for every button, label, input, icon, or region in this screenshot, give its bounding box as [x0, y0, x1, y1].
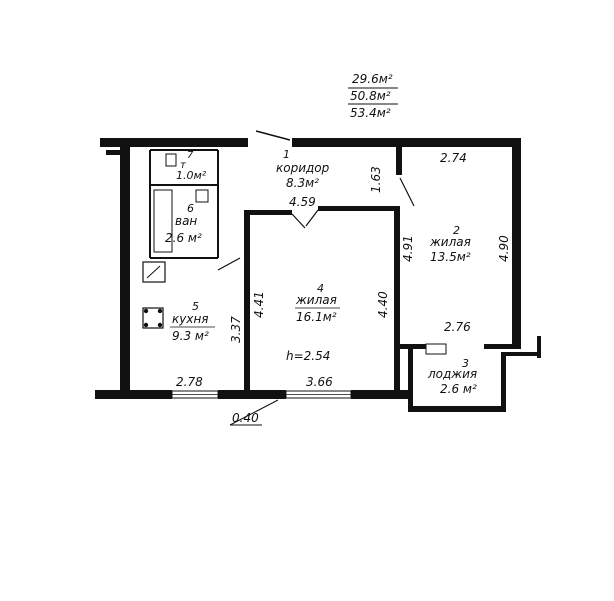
dim-room4-right: 4.40 — [376, 291, 390, 318]
room-7-name: т — [180, 160, 187, 171]
room-2-label: 2 жилая 13.5м² — [429, 224, 471, 264]
room4-top-wall-left — [244, 210, 292, 215]
stove-icon — [142, 307, 164, 329]
dim-room2-right: 4.90 — [497, 235, 511, 262]
dim-room2-top: 2.74 — [440, 151, 467, 165]
interior-walls — [149, 147, 521, 390]
top-wall-left — [100, 138, 248, 147]
room-7-number: 7 — [187, 150, 194, 161]
dim-corridor-length: 4.59 — [289, 195, 316, 209]
room4-top-wall-right — [318, 206, 396, 211]
room-2-name: жилая — [429, 235, 471, 249]
top-wall-right — [292, 138, 521, 147]
dim-room2-bottom: 2.76 — [444, 320, 471, 334]
dim-kitchen-right: 3.37 — [229, 316, 243, 343]
bottom-wall-3 — [351, 390, 409, 399]
dim-room4-left: 4.41 — [252, 291, 266, 318]
dim-room2-left: 4.91 — [401, 235, 415, 262]
room-6-area: 2.6 м² — [165, 231, 202, 245]
left-window — [120, 194, 130, 241]
wall-offset-leader — [229, 399, 279, 426]
room-5-number: 5 — [192, 300, 199, 313]
toilet — [165, 153, 177, 167]
dimensions: 4.59 1.63 2.74 4.91 4.90 2.76 4.41 4.40 … — [176, 151, 511, 426]
room-1-area: 8.3м² — [286, 176, 319, 190]
loggia-door — [425, 343, 447, 355]
room2-bottom-wall-left — [396, 344, 426, 349]
kitchen-door — [217, 257, 241, 271]
room-5-label: 5 кухня 9.3 м² — [170, 300, 215, 343]
room-6-label: 6 ван 2.6 м² — [165, 202, 202, 245]
room-5-area: 9.3 м² — [172, 329, 209, 343]
top-left-step — [106, 150, 128, 155]
bottom-wall-2 — [218, 390, 286, 399]
room4-left-wall — [244, 212, 250, 390]
left-wall — [120, 147, 130, 390]
room-4-number: 4 — [317, 282, 324, 295]
entrance-door — [255, 130, 291, 141]
room-3-label: 3 лоджия 2.6 м² — [427, 357, 477, 396]
exterior-walls — [95, 130, 521, 399]
loggia — [408, 336, 541, 412]
room2-bottom-wall-right — [484, 344, 521, 349]
room-2-area: 13.5м² — [430, 250, 471, 264]
dim-wall-offset: 0.40 — [232, 411, 259, 425]
room2-door — [399, 177, 415, 207]
total-area: 50.8м² — [350, 89, 391, 103]
living-area-total: 29.6м² — [352, 72, 393, 86]
kitchen-sink-icon — [142, 261, 166, 283]
room-4-label: 4 жилая 16.1м² — [295, 282, 340, 324]
room-5-name: кухня — [172, 312, 209, 326]
room-3-name: лоджия — [427, 367, 477, 381]
room2-left-wall-top — [396, 147, 402, 175]
wash-basin — [195, 189, 209, 203]
room-2-number: 2 — [453, 224, 460, 237]
room-3-area: 2.6 м² — [440, 382, 477, 396]
room-4-area: 16.1м² — [296, 310, 337, 324]
room-7-area: 1.0м² — [176, 169, 207, 182]
dim-room4-bottom: 3.66 — [306, 375, 333, 389]
room4-door-right — [305, 209, 319, 227]
bottom-wall-1 — [95, 390, 172, 399]
right-wall — [512, 147, 521, 345]
room-4-name: жилая — [295, 293, 337, 307]
room-1-label: 1 коридор 8.3м² — [276, 148, 330, 190]
ceiling-height: h=2.54 — [286, 349, 330, 363]
room-6-number: 6 — [187, 202, 194, 215]
room-1-name: коридор — [276, 161, 330, 175]
bathtub — [153, 189, 173, 253]
room-7-label: 7 т 1.0м² — [176, 150, 207, 182]
room4-door-left — [291, 213, 306, 229]
area-totals: 29.6м² 50.8м² 53.4м² — [348, 72, 398, 120]
room-6-name: ван — [175, 214, 197, 228]
total-with-loggia: 53.4м² — [350, 106, 391, 120]
room-3-number: 3 — [462, 357, 469, 370]
room4-right-wall — [394, 206, 400, 390]
room-1-number: 1 — [283, 148, 290, 161]
dim-kitchen-bottom: 2.78 — [176, 375, 203, 389]
dim-corridor-width: 1.63 — [369, 166, 383, 193]
